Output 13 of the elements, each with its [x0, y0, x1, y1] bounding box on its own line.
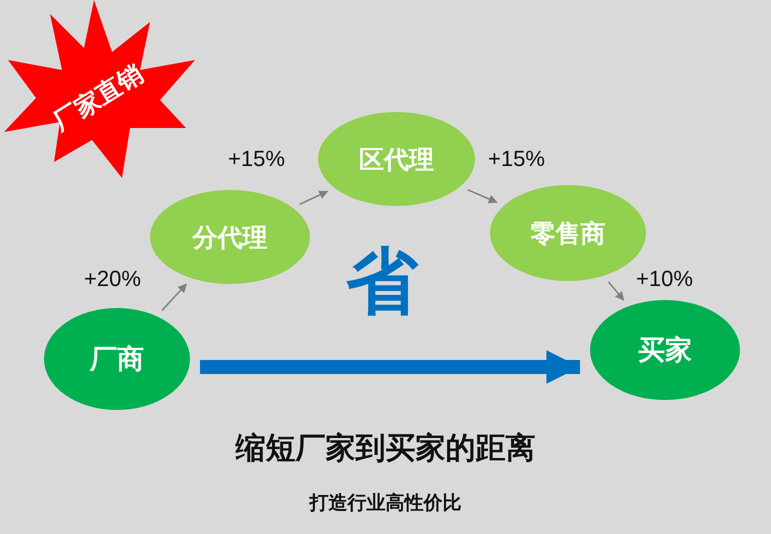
arrow — [299, 190, 328, 205]
node-label: 厂家直销 — [46, 57, 149, 138]
node-label: 厂商 — [90, 343, 144, 377]
edge-label: 省 — [346, 245, 418, 317]
slogan-text: 打造行业高性价比 — [310, 491, 462, 516]
arrow — [162, 284, 187, 311]
node-label: 买家 — [638, 334, 692, 368]
arrow — [467, 188, 498, 204]
node-label: 分代理 — [192, 222, 268, 254]
arrow — [608, 281, 624, 301]
node-label: 区代理 — [359, 144, 434, 176]
node-label: 零售商 — [530, 218, 606, 250]
slogan-heading: 缩短厂家到买家的距离 — [236, 430, 536, 468]
